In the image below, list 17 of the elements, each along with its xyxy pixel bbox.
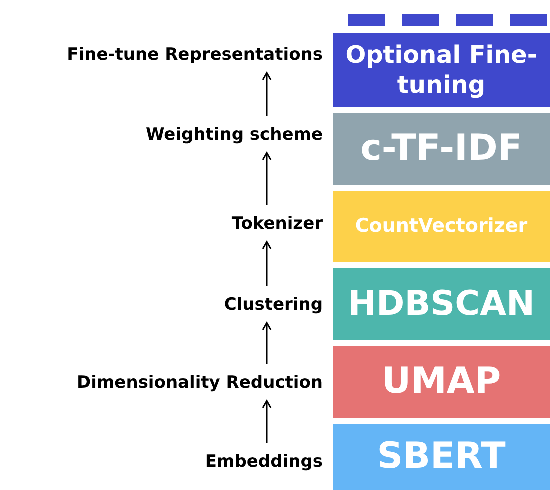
arrow (262, 152, 272, 205)
stage-label: Fine-tune Representations (67, 36, 323, 74)
stage-label: Clustering (224, 286, 323, 324)
component-block: HDBSCAN (333, 268, 550, 340)
component-block: UMAP (333, 346, 550, 418)
component-block: SBERT (333, 424, 550, 490)
stage-label: Tokenizer (232, 205, 323, 243)
arrow (262, 72, 272, 116)
arrow (262, 400, 272, 443)
stage-label: Embeddings (205, 443, 323, 481)
arrow (262, 322, 272, 364)
component-block: Optional Fine-tuning (333, 33, 550, 107)
stage-label: Dimensionality Reduction (77, 364, 323, 402)
component-block: c-TF-IDF (333, 113, 550, 185)
arrow (262, 241, 272, 286)
stage-label: Weighting scheme (146, 116, 323, 154)
component-block: CountVectorizer (333, 191, 550, 262)
